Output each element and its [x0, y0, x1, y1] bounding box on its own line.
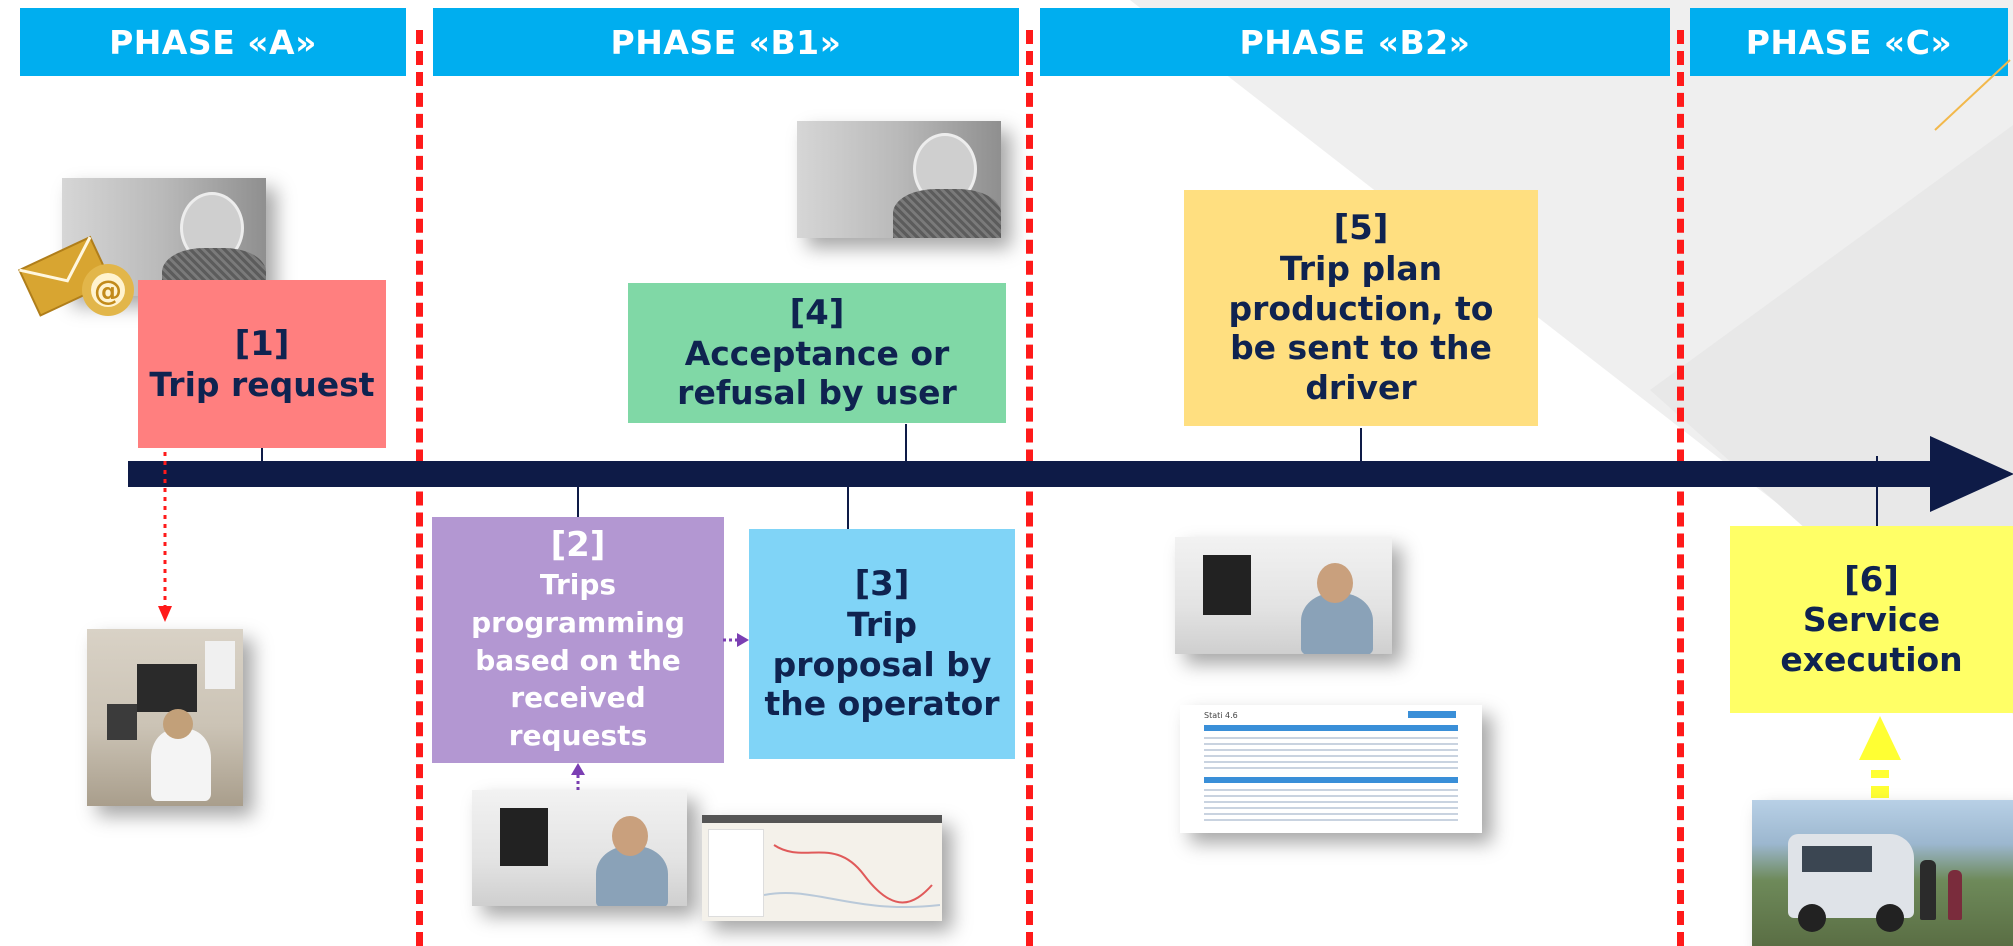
programming-to-proposal-connector [723, 633, 749, 647]
step-6-text: Service execution [1780, 600, 1963, 679]
timeline-axis [128, 461, 1936, 487]
step-5-text: Trip plan production, to be sent to the … [1228, 249, 1494, 407]
operator-office-photo-b2 [1175, 537, 1392, 654]
step-4-text: Acceptance or refusal by user [677, 333, 957, 413]
step-2-number: [2] [550, 525, 606, 566]
trip-plan-list-screenshot: Stati 4.6 [1180, 705, 1482, 833]
step-5-trip-plan: [5] Trip plan production, to be sent to … [1184, 190, 1538, 426]
service-input-arrow [1859, 716, 1901, 798]
phase-separator-b1-b2 [1026, 30, 1033, 946]
phase-b1-header: PHASE «B1» [433, 8, 1019, 76]
step-4-acceptance: [4] Acceptance or refusal by user [628, 283, 1006, 423]
step-2-trips-programming: [2] Trips programming based on the recei… [432, 517, 724, 763]
timeline-tick-2 [577, 487, 579, 517]
step-5-number: [5] [1333, 208, 1389, 249]
programming-input-connector [571, 763, 585, 790]
step-3-text: Trip proposal by the operator [764, 605, 1000, 724]
decorative-line [1934, 59, 2011, 131]
phase-a-header: PHASE «A» [20, 8, 406, 76]
phase-b2-header: PHASE «B2» [1040, 8, 1670, 76]
timeline-tick-1 [261, 448, 263, 462]
request-flow-connector [158, 290, 172, 622]
timeline-tick-6 [1876, 456, 1878, 526]
operator-office-photo-b1 [472, 790, 687, 906]
svg-text:@: @ [94, 274, 122, 307]
phase-c-header: PHASE «C» [1690, 8, 2008, 76]
phase-separator-b2-c [1677, 30, 1684, 946]
call-center-room-photo [87, 629, 243, 806]
step-3-trip-proposal: [3] Trip proposal by the operator [749, 529, 1015, 759]
route-map-screenshot [702, 815, 942, 921]
step-1-text: Trip request [149, 364, 375, 404]
email-at-icon: @ [18, 235, 134, 317]
elderly-man-phone-photo-b1 [797, 121, 1001, 238]
step-1-trip-request: [1] Trip request [138, 280, 386, 448]
step-6-service-execution: [6] Service execution [1730, 526, 2013, 713]
step-4-number: [4] [789, 293, 845, 333]
step-2-text: Trips programming based on the received … [471, 567, 685, 753]
step-3-number: [3] [854, 564, 910, 605]
step-6-number: [6] [1844, 559, 1899, 600]
trip-plan-list-title: Stati 4.6 [1204, 711, 1238, 720]
timeline-tick-3 [847, 487, 849, 545]
timeline-tick-4 [905, 424, 907, 462]
timeline-tick-5 [1360, 428, 1362, 462]
minibus-photo [1752, 800, 2013, 946]
step-1-number: [1] [234, 323, 290, 364]
timeline-arrowhead [1930, 436, 2013, 512]
phase-separator-a-b1 [416, 30, 423, 946]
